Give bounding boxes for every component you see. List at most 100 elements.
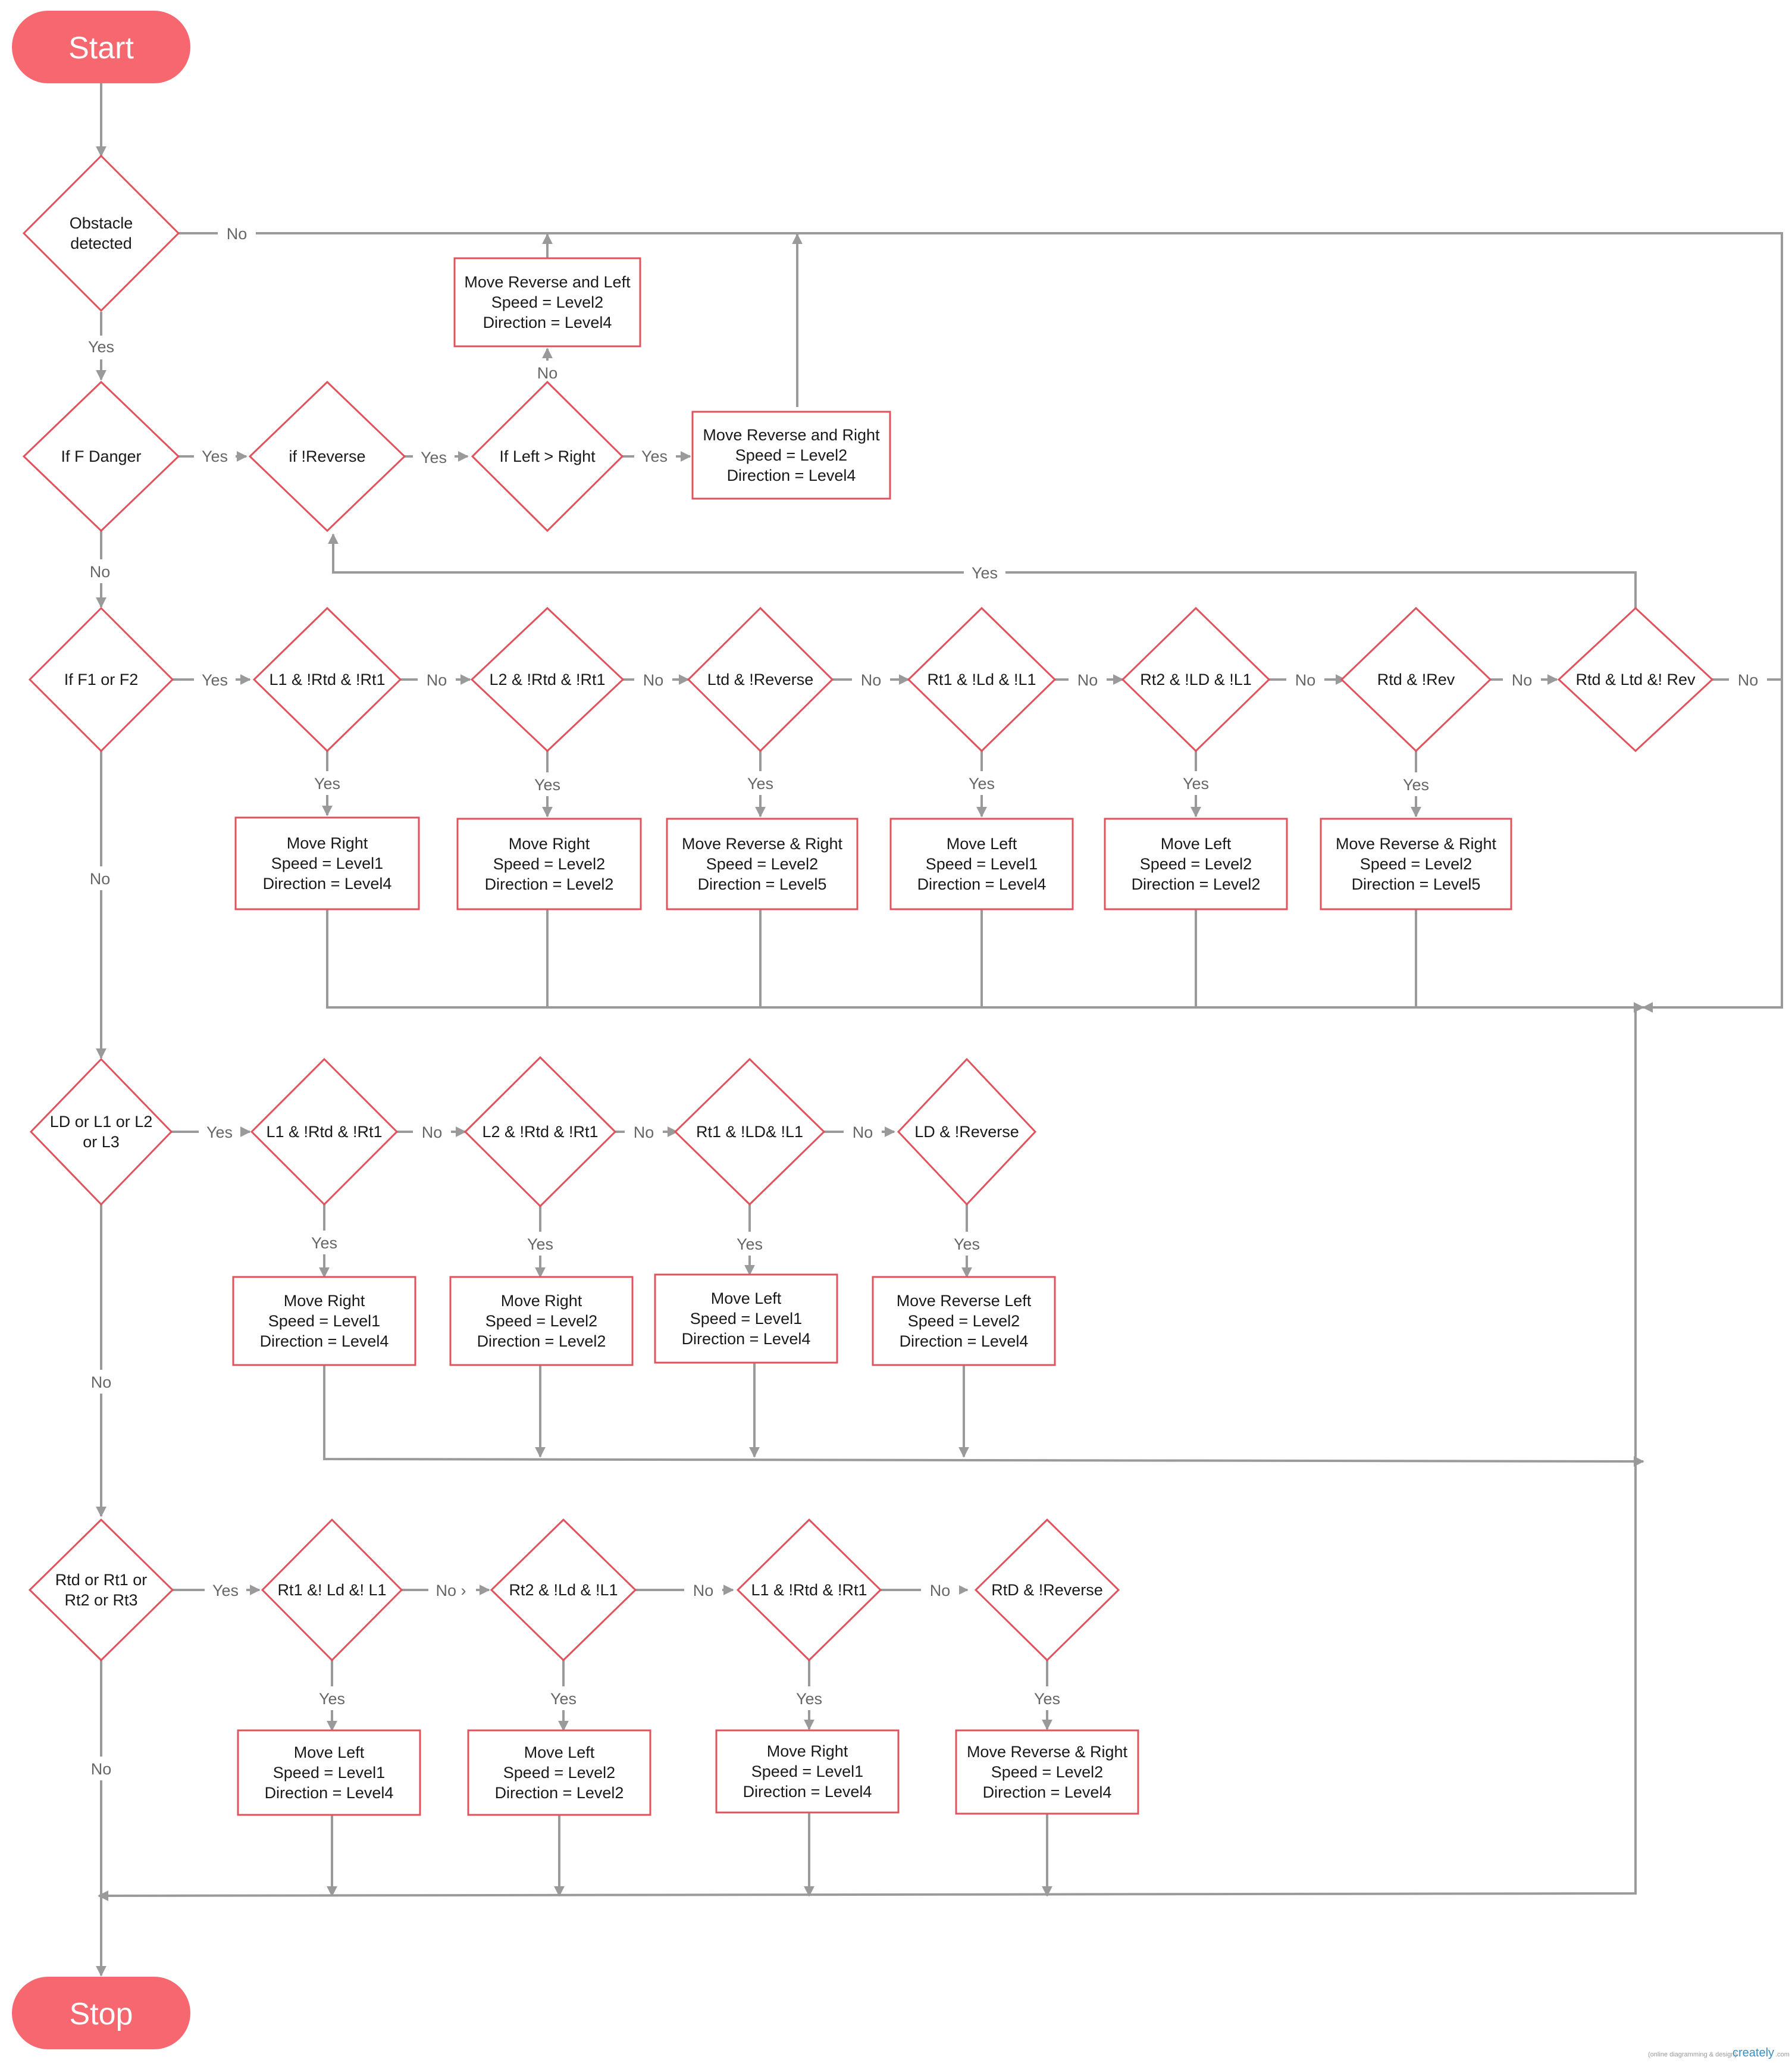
action-box	[691, 411, 891, 500]
node-text-line: Direction = Level2	[495, 1784, 624, 1802]
node-text-line: if !Reverse	[289, 447, 365, 465]
watermark-suffix: .com	[1775, 2051, 1790, 2058]
node-text-line: Move Left	[711, 1289, 782, 1307]
node-text-line: RtD & !Reverse	[991, 1581, 1103, 1599]
decision-diamond	[673, 1057, 826, 1206]
node-text-line: Direction = Level2	[1132, 875, 1261, 893]
node-text-line: Speed = Level1	[268, 1312, 380, 1330]
decision-diamond	[897, 1057, 1037, 1206]
label-r3-1-yes: Yes	[311, 1234, 337, 1252]
decision-diamond	[29, 1057, 173, 1206]
action-box	[453, 257, 641, 348]
decision-r2-d2: L2 & !Rtd & !Rt1	[470, 606, 625, 753]
stop-label: Stop	[70, 1997, 133, 2031]
node-text-line: Move Reverse and Left	[464, 273, 631, 291]
action-box	[232, 1276, 416, 1366]
label-r2-7-no: No	[1738, 671, 1759, 689]
label-rtd-no: No	[91, 1760, 112, 1778]
decision-r3-d3: Rt1 & !LD& !L1	[673, 1057, 826, 1206]
node-text-line: Rtd or Rt1 or	[55, 1571, 148, 1589]
node-text-line: Rt1 & !LD& !L1	[696, 1123, 803, 1141]
node-text-line: L1 & !Rtd & !Rt1	[266, 1123, 382, 1141]
decision-r2-d5: Rt2 & !LD & !L1	[1121, 606, 1271, 753]
node-text-line: Move Right	[287, 834, 368, 852]
node-text-line: detected	[70, 234, 132, 252]
label-r2-3-yes: Yes	[747, 775, 773, 793]
decision-diamond	[261, 1518, 403, 1662]
label-r2-7-yes: Yes	[972, 564, 998, 582]
node-text-line: Speed = Level1	[271, 854, 383, 872]
node-text-line: Speed = Level2	[503, 1764, 615, 1782]
label-r4-3-yes: Yes	[796, 1690, 822, 1708]
node-text-line: Speed = Level1	[926, 855, 1038, 873]
action-box	[467, 1729, 651, 1816]
stop-terminal: Stop	[12, 1977, 190, 2049]
node-text-line: Direction = Level4	[900, 1332, 1029, 1350]
label-r2-3-no: No	[861, 671, 882, 689]
node-text-line: Direction = Level5	[1352, 875, 1481, 893]
node-text-line: Move Reverse and Right	[703, 426, 880, 444]
watermark: (online diagramming & design) creately .…	[1648, 2046, 1790, 2059]
action-box	[237, 1729, 421, 1816]
decision-r2-d4: Rt1 & !Ld & !L1	[907, 606, 1057, 753]
node-text-line: LD or L1 or L2	[50, 1113, 153, 1131]
node-text-line: Rt2 or Rt3	[64, 1591, 137, 1609]
node-text-line: Speed = Level1	[273, 1764, 385, 1782]
decision-diamond	[907, 606, 1057, 753]
label-r3-4-yes: Yes	[954, 1235, 980, 1253]
label-r4-3-no: No	[930, 1582, 951, 1599]
label-r3-3-no: No	[853, 1123, 873, 1141]
node-text-line: Move Right	[767, 1742, 848, 1760]
action-box	[449, 1276, 634, 1366]
decision-r4-d2: Rt2 & !Ld & !L1	[490, 1518, 637, 1662]
label-r2-2-yes: Yes	[534, 776, 560, 794]
node-text-line: Direction = Level2	[485, 875, 614, 893]
node-text-line: Direction = Level4	[983, 1783, 1112, 1801]
action-box	[1320, 818, 1512, 910]
node-text-line: Move Left	[524, 1743, 595, 1761]
node-text-line: Speed = Level1	[690, 1310, 802, 1328]
decision-diamond	[490, 1518, 637, 1662]
node-text-line: Direction = Level4	[917, 875, 1047, 893]
label-obstacle-yes: Yes	[88, 338, 114, 356]
node-text-line: Move Reverse & Right	[1336, 835, 1497, 853]
decision-f1-f2: If F1 or F2	[28, 606, 174, 753]
label-r4-1-no: No ›	[436, 1582, 466, 1599]
node-text-line: Move Reverse & Right	[682, 835, 843, 853]
decision-r3-d2: L2 & !Rtd & !Rt1	[463, 1056, 617, 1208]
node-text-line: Speed = Level2	[485, 1312, 597, 1330]
node-text-line: Direction = Level5	[698, 875, 827, 893]
node-text-line: Speed = Level2	[1140, 855, 1252, 873]
decision-diamond	[736, 1518, 882, 1662]
decision-diamond	[1557, 606, 1714, 753]
label-ld-yes: Yes	[206, 1123, 233, 1141]
node-text-line: Rt2 & !Ld & !L1	[509, 1581, 618, 1599]
action-box	[654, 1273, 838, 1364]
label-ld-no: No	[91, 1373, 112, 1391]
action-box	[872, 1276, 1056, 1366]
node-text-line: Speed = Level2	[491, 293, 603, 311]
edge-merge-to-stop	[98, 1007, 1637, 1901]
node-text-line: Move Right	[509, 835, 590, 853]
decision-not-reverse: if !Reverse	[248, 380, 406, 533]
label-r2-1-yes: Yes	[314, 775, 340, 793]
action-box	[955, 1729, 1139, 1815]
start-terminal: Start	[12, 11, 190, 83]
decision-r3-d1: L1 & !Rtd & !Rt1	[250, 1057, 399, 1206]
watermark-tagline: (online diagramming & design)	[1648, 2051, 1737, 2058]
label-r2-5-no: No	[1295, 671, 1316, 689]
node-text-line: Move Reverse Left	[897, 1292, 1032, 1310]
node-text-line: Rt1 &! Ld &! L1	[277, 1581, 386, 1599]
node-text-line: If F Danger	[61, 447, 141, 465]
